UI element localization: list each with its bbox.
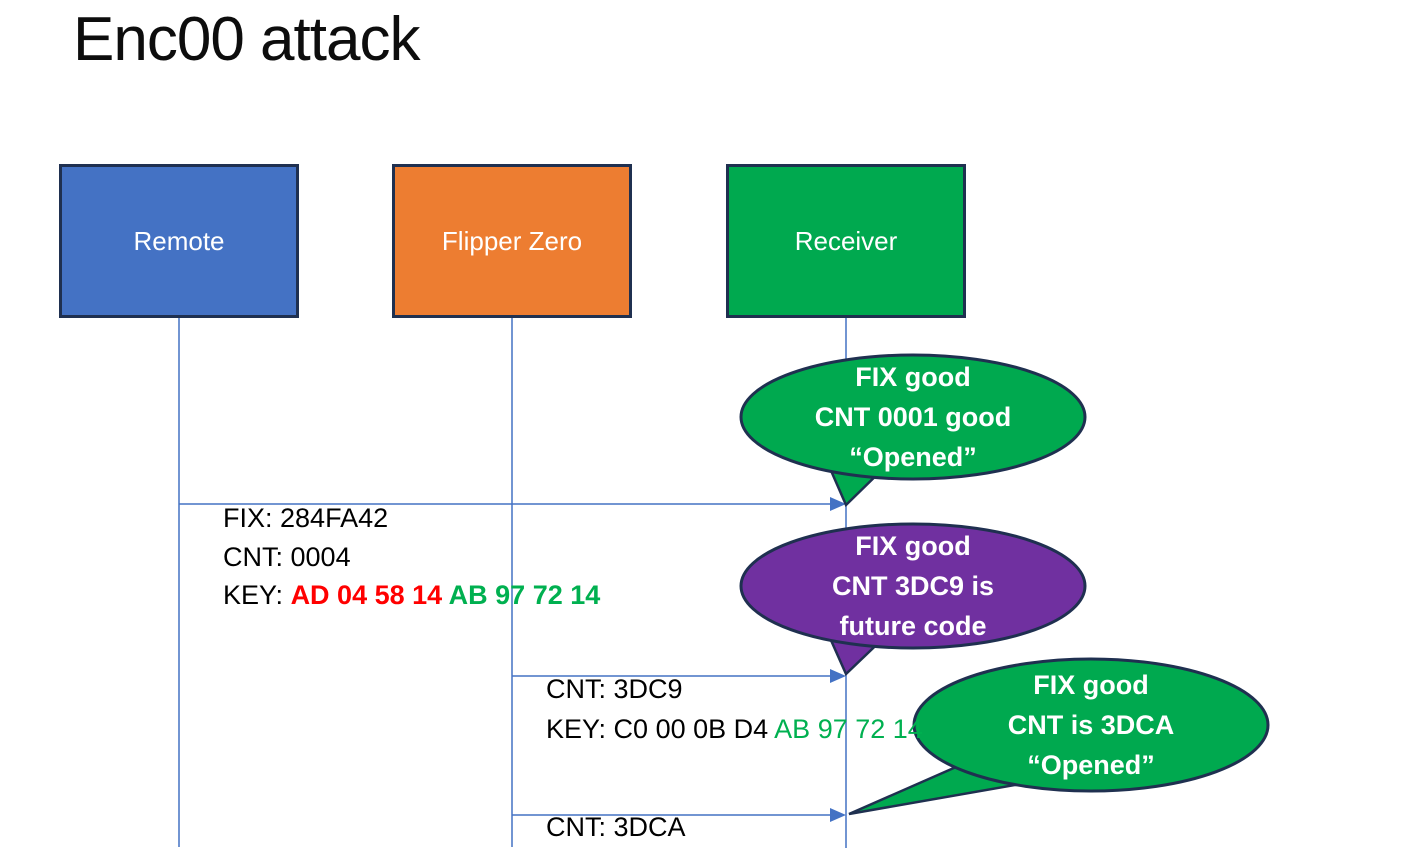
message1-fix-line: FIX: 284FA42 <box>193 470 388 566</box>
message1-cnt-text: CNT: 0004 <box>223 542 351 572</box>
bubble2-text: FIX good CNT 3DC9 is future code <box>741 526 1085 646</box>
message1-cnt-line: CNT: 0004 <box>193 509 351 605</box>
message2-key-label: KEY: C0 00 0B D4 <box>546 714 775 744</box>
bubble2-ellipse <box>739 522 1087 650</box>
message2-cnt-line: CNT: 3DC9 <box>516 641 683 737</box>
page-title: Enc00 attack <box>73 5 420 74</box>
message3-key-green-bytes: AB 97 72 14 <box>768 854 917 859</box>
bubble3-line1: FIX good <box>1033 670 1149 700</box>
message2-arrowhead-icon <box>830 669 846 683</box>
message3-cnt-line: CNT: 3DCA <box>516 779 686 859</box>
bubble1-ellipse <box>739 353 1087 481</box>
bubble2-line2: CNT 3DC9 is <box>831 571 995 601</box>
actor-label-remote: Remote <box>133 225 225 256</box>
bubble1-line2: CNT 0001 good <box>814 402 1012 432</box>
bubble3-text: FIX good CNT is 3DCA “Opened” <box>914 665 1268 785</box>
actor-box-remote: Remote <box>59 164 299 318</box>
message1-key-red-bytes: AD 04 58 14 <box>290 580 449 610</box>
actor-box-receiver: Receiver <box>726 164 966 318</box>
bubble1-text: FIX good CNT 0001 good “Opened” <box>741 357 1085 477</box>
actor-label-flipper-zero: Flipper Zero <box>441 225 583 256</box>
message1-fix-text: FIX: 284FA42 <box>223 503 389 533</box>
bubble3-ellipse <box>912 657 1270 793</box>
bubble2-line1: FIX good <box>855 531 971 561</box>
message1-key-line: KEY: AD 04 58 14 AB 97 72 14 <box>193 547 600 643</box>
message3-key-line: KEY: C0 02 8A 33 AB 97 72 14 <box>516 821 917 859</box>
message3-key-label: KEY: C0 02 8A 33 <box>546 854 768 859</box>
message2-key-green-bytes: AB 97 72 14 <box>774 714 923 744</box>
message3-arrowhead-icon <box>830 808 846 822</box>
bubble1-line3: “Opened” <box>849 442 977 472</box>
bubble2-line3: future code <box>839 611 987 641</box>
actor-label-receiver: Receiver <box>794 225 898 256</box>
message2-cnt-text: CNT: 3DC9 <box>546 674 683 704</box>
message3-cnt-text: CNT: 3DCA <box>546 812 686 842</box>
message1-key-label: KEY: <box>223 580 291 610</box>
bubble1-line1: FIX good <box>855 362 971 392</box>
message2-key-line: KEY: C0 00 0B D4 AB 97 72 14 <box>516 681 923 777</box>
actor-box-flipper-zero: Flipper Zero <box>392 164 632 318</box>
bubble3-line3: “Opened” <box>1027 750 1155 780</box>
message1-key-green-bytes: AB 97 72 14 <box>448 580 601 610</box>
message1-arrowhead-icon <box>830 497 846 511</box>
bubble3-line2: CNT is 3DCA <box>1007 710 1175 740</box>
